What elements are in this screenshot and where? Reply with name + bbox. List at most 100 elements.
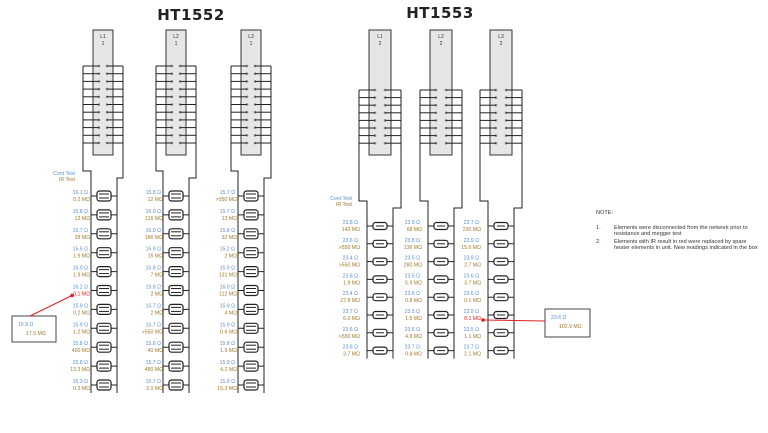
- ir-reading: 2.7 MΩ: [464, 263, 481, 269]
- heater-element: 15.9 Ω15.3 MΩ: [217, 379, 264, 392]
- heater-element: 15.8 Ω13 MΩ: [73, 209, 117, 222]
- ir-reading: 480 MΩ: [145, 367, 163, 373]
- fuse-icon: [168, 379, 184, 391]
- heater-element: 15.7 Ω2.0 MΩ: [146, 379, 189, 392]
- ir-reading: 13 MΩ: [222, 216, 238, 222]
- terminal-block: L32: [479, 29, 523, 156]
- fuse-icon: [168, 266, 184, 278]
- ir-reading: 230 MΩ: [463, 227, 481, 233]
- fuse-icon: [243, 266, 259, 278]
- resistance-reading: 23.9 Ω: [464, 309, 480, 315]
- terminal-block-body: [92, 29, 114, 156]
- fuse-icon: [168, 247, 184, 259]
- ir-reading: 0.1 MΩ: [464, 298, 481, 304]
- resistance-reading: 23.6 Ω: [343, 238, 359, 244]
- resistance-reading: 15.9 Ω: [220, 303, 236, 309]
- resistance-reading: 23.5 Ω: [405, 256, 421, 262]
- heater-element: 23.4 Ω>550 MΩ: [339, 256, 393, 269]
- ir-reading: >550 MΩ: [142, 329, 163, 335]
- heater-element: 15.7 Ω>550 MΩ: [216, 190, 264, 203]
- resistance-reading: 23.9 Ω: [464, 256, 480, 262]
- resistance-reading: 15.9 Ω: [73, 303, 89, 309]
- fuse-icon: [243, 209, 259, 221]
- fuse-icon: [96, 303, 112, 315]
- resistance-reading: 15.9 Ω: [73, 322, 89, 328]
- note-number: 1.: [596, 224, 601, 231]
- resistance-reading: 15.8 Ω: [146, 285, 162, 291]
- terminal-number-label: 1: [250, 41, 253, 47]
- heater-element: 15.7 Ω28 MΩ: [73, 228, 117, 241]
- ir-reading: 15.3 MΩ: [217, 386, 237, 392]
- heater-element: 15.8 Ω7 MΩ: [146, 266, 189, 279]
- ir-reading: 0.6 MΩ: [220, 329, 237, 335]
- resistance-reading: 23.5 Ω: [464, 327, 480, 333]
- note-item: 1. Elements were disconnected from the n…: [596, 225, 761, 238]
- feeder-wire: [453, 153, 463, 359]
- ir-reading: 1.9 MΩ: [73, 254, 90, 260]
- resistance-reading: 23.8 Ω: [343, 220, 359, 226]
- feeder-wire: [419, 153, 429, 359]
- terminal-line-label: L1: [100, 34, 106, 40]
- fuse-icon: [96, 190, 112, 202]
- feeder-wire: [188, 153, 197, 393]
- fuse-icon: [243, 379, 259, 391]
- fuse-icon: [243, 303, 259, 315]
- terminal-block: L21: [155, 29, 197, 156]
- ir-test-label: IR Test: [336, 202, 353, 208]
- cont-test-label: Cont Test: [330, 196, 352, 202]
- heater-element: 16.1 Ω0.2 MΩ: [73, 190, 117, 203]
- fuse-icon: [96, 284, 112, 297]
- resistance-reading: 23.6 Ω: [405, 327, 421, 333]
- heater-element: 23.6 Ω0.8 MΩ: [405, 291, 454, 304]
- ir-reading: 6.0 MΩ: [343, 316, 360, 322]
- fuse-icon: [168, 209, 184, 221]
- feeder-wire: [392, 153, 402, 359]
- heater-element: 23.9 Ω15.6 MΩ: [461, 238, 514, 251]
- resistance-reading: 15.7 Ω: [146, 303, 162, 309]
- terminal-number-label: 2: [379, 41, 382, 47]
- resistance-reading: 23.6 Ω: [343, 345, 359, 351]
- heater-element: 15.8 Ω32 MΩ: [220, 228, 264, 241]
- failure-arrow: [29, 295, 73, 317]
- ir-reading: 2.1 MΩ: [464, 352, 481, 358]
- feeder-wire: [479, 153, 489, 359]
- terminal-block: L31: [230, 29, 272, 156]
- ir-reading: 131 MΩ: [219, 273, 237, 279]
- feeder-wire: [155, 153, 164, 393]
- feeder-wire: [230, 153, 239, 393]
- fuse-icon: [243, 322, 259, 334]
- ir-reading: 2.0 MΩ: [146, 386, 163, 392]
- panel-title: HT1552: [157, 6, 225, 24]
- resistance-reading: 15.7 Ω: [220, 209, 236, 215]
- ir-reading: 28 MΩ: [75, 235, 91, 241]
- note-text: Elements were disconnected from the netw…: [614, 224, 748, 238]
- heater-element: 23.4 Ω27.8 MΩ: [340, 291, 393, 304]
- replacement-resistance: 15.9 Ω: [18, 322, 34, 328]
- ir-reading: 15 MΩ: [148, 254, 164, 260]
- ir-reading: 13 MΩ: [75, 216, 91, 222]
- ir-reading: 5.9 MΩ: [405, 280, 422, 286]
- resistance-reading: 15.8 Ω: [220, 341, 236, 347]
- ir-reading: 15.6 MΩ: [461, 245, 481, 251]
- terminal-line-label: L3: [248, 34, 254, 40]
- heater-element: 23.5 Ω1.5 MΩ: [405, 309, 454, 322]
- resistance-reading: 23.9 Ω: [405, 220, 421, 226]
- heater-element: 15.5 Ω1.9 MΩ: [73, 247, 117, 260]
- resistance-reading: 23.7 Ω: [464, 345, 480, 351]
- fuse-icon: [168, 190, 184, 202]
- ir-reading: 2 MΩ: [150, 292, 163, 298]
- ir-reading: 13.3 MΩ: [70, 367, 90, 373]
- fuse-icon: [168, 322, 184, 334]
- heater-element: 15.8 Ω13.3 MΩ: [70, 360, 117, 373]
